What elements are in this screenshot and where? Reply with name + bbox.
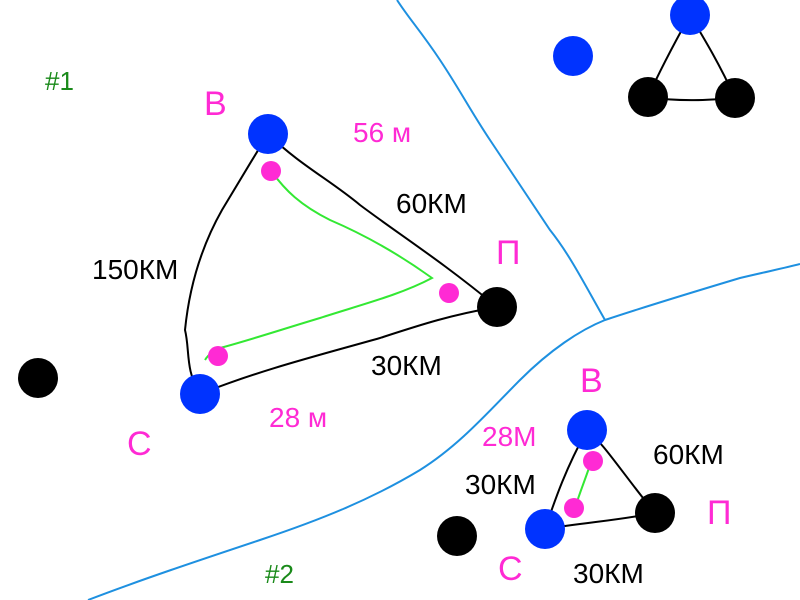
- triangle2-node-p: [635, 493, 675, 533]
- triangle1-edge-vp: 60КМ: [396, 188, 467, 219]
- triangle2-label-v: В: [580, 362, 603, 400]
- triangle1-edge-vc: 150КМ: [92, 254, 178, 285]
- isolated-blue-node-top: [553, 36, 593, 76]
- triangle1-label-p: П: [496, 234, 520, 272]
- zone-label-2: #2: [265, 559, 294, 589]
- triangle2-label-p: П: [707, 494, 731, 532]
- zone-label-1: #1: [45, 66, 74, 96]
- top-right-node-black-left: [628, 77, 668, 117]
- triangle1-dist-top: 56 м: [353, 117, 411, 148]
- top-right-node-blue: [670, 0, 710, 35]
- triangle1-node-c: [180, 374, 220, 414]
- triangle1-label-c: С: [127, 425, 152, 463]
- triangle1-node-v: [248, 114, 288, 154]
- triangle2-edge-vc: 30КМ: [465, 469, 536, 500]
- top-right-triangle-outline: [646, 13, 737, 102]
- triangle1-label-v: В: [204, 85, 227, 123]
- triangle1-dist-bottom: 28 м: [269, 402, 327, 433]
- triangle2-node-c: [525, 509, 565, 549]
- triangle1-edge-cp: 30КМ: [371, 350, 442, 381]
- triangle2-outline: [543, 428, 657, 531]
- triangle1-outline: [183, 132, 500, 396]
- triangle2-marker-bottom: [564, 498, 584, 518]
- isolated-black-node-bottom: [437, 516, 477, 556]
- triangle1-marker-top: [261, 161, 281, 181]
- triangle1-node-p: [477, 287, 517, 327]
- triangle1-marker-bottom: [208, 346, 228, 366]
- triangle2-dist: 28М: [482, 421, 536, 452]
- triangle2-edge-vp: 60КМ: [653, 439, 724, 470]
- triangle1-marker-right: [439, 283, 459, 303]
- top-right-node-black-right: [715, 78, 755, 118]
- triangle2-edge-cp: 30КМ: [573, 558, 644, 589]
- river-main: [87, 263, 800, 600]
- isolated-black-node-left: [18, 358, 58, 398]
- triangle2-marker-top: [583, 451, 603, 471]
- triangle2-node-v: [567, 410, 607, 450]
- triangle2-label-c: С: [498, 550, 523, 588]
- river-upper: [396, 0, 606, 321]
